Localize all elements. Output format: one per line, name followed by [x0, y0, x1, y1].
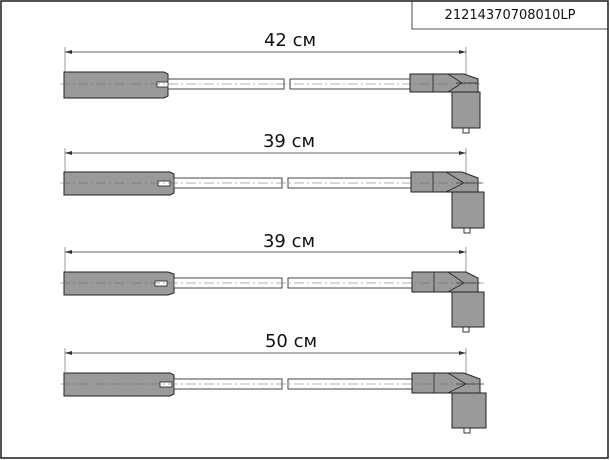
- straight-boot-2: [63, 171, 175, 196]
- dimension-label-1: 42 см: [264, 30, 316, 51]
- angle-boot-4: [411, 372, 481, 394]
- part-number: 21214370708010LP: [445, 8, 576, 23]
- dimension-label-2: 39 см: [263, 131, 315, 152]
- angle-boot-2: [410, 171, 479, 193]
- ignition-wire-2: 39 см: [60, 131, 485, 234]
- angle-boot-1: [409, 73, 479, 93]
- title-block-border: [411, 1, 608, 30]
- ignition-wire-4: 50 см: [60, 331, 487, 434]
- straight-boot-4: [63, 372, 175, 397]
- ignition-wire-3: 39 см: [60, 231, 485, 333]
- ignition-wire-1: 42 см: [60, 30, 481, 134]
- straight-boot-1: [63, 71, 169, 99]
- angle-boot-3: [411, 271, 479, 293]
- dimension-label-3: 39 см: [263, 231, 315, 252]
- dimension-label-4: 50 см: [265, 331, 317, 352]
- straight-boot-3: [63, 271, 175, 296]
